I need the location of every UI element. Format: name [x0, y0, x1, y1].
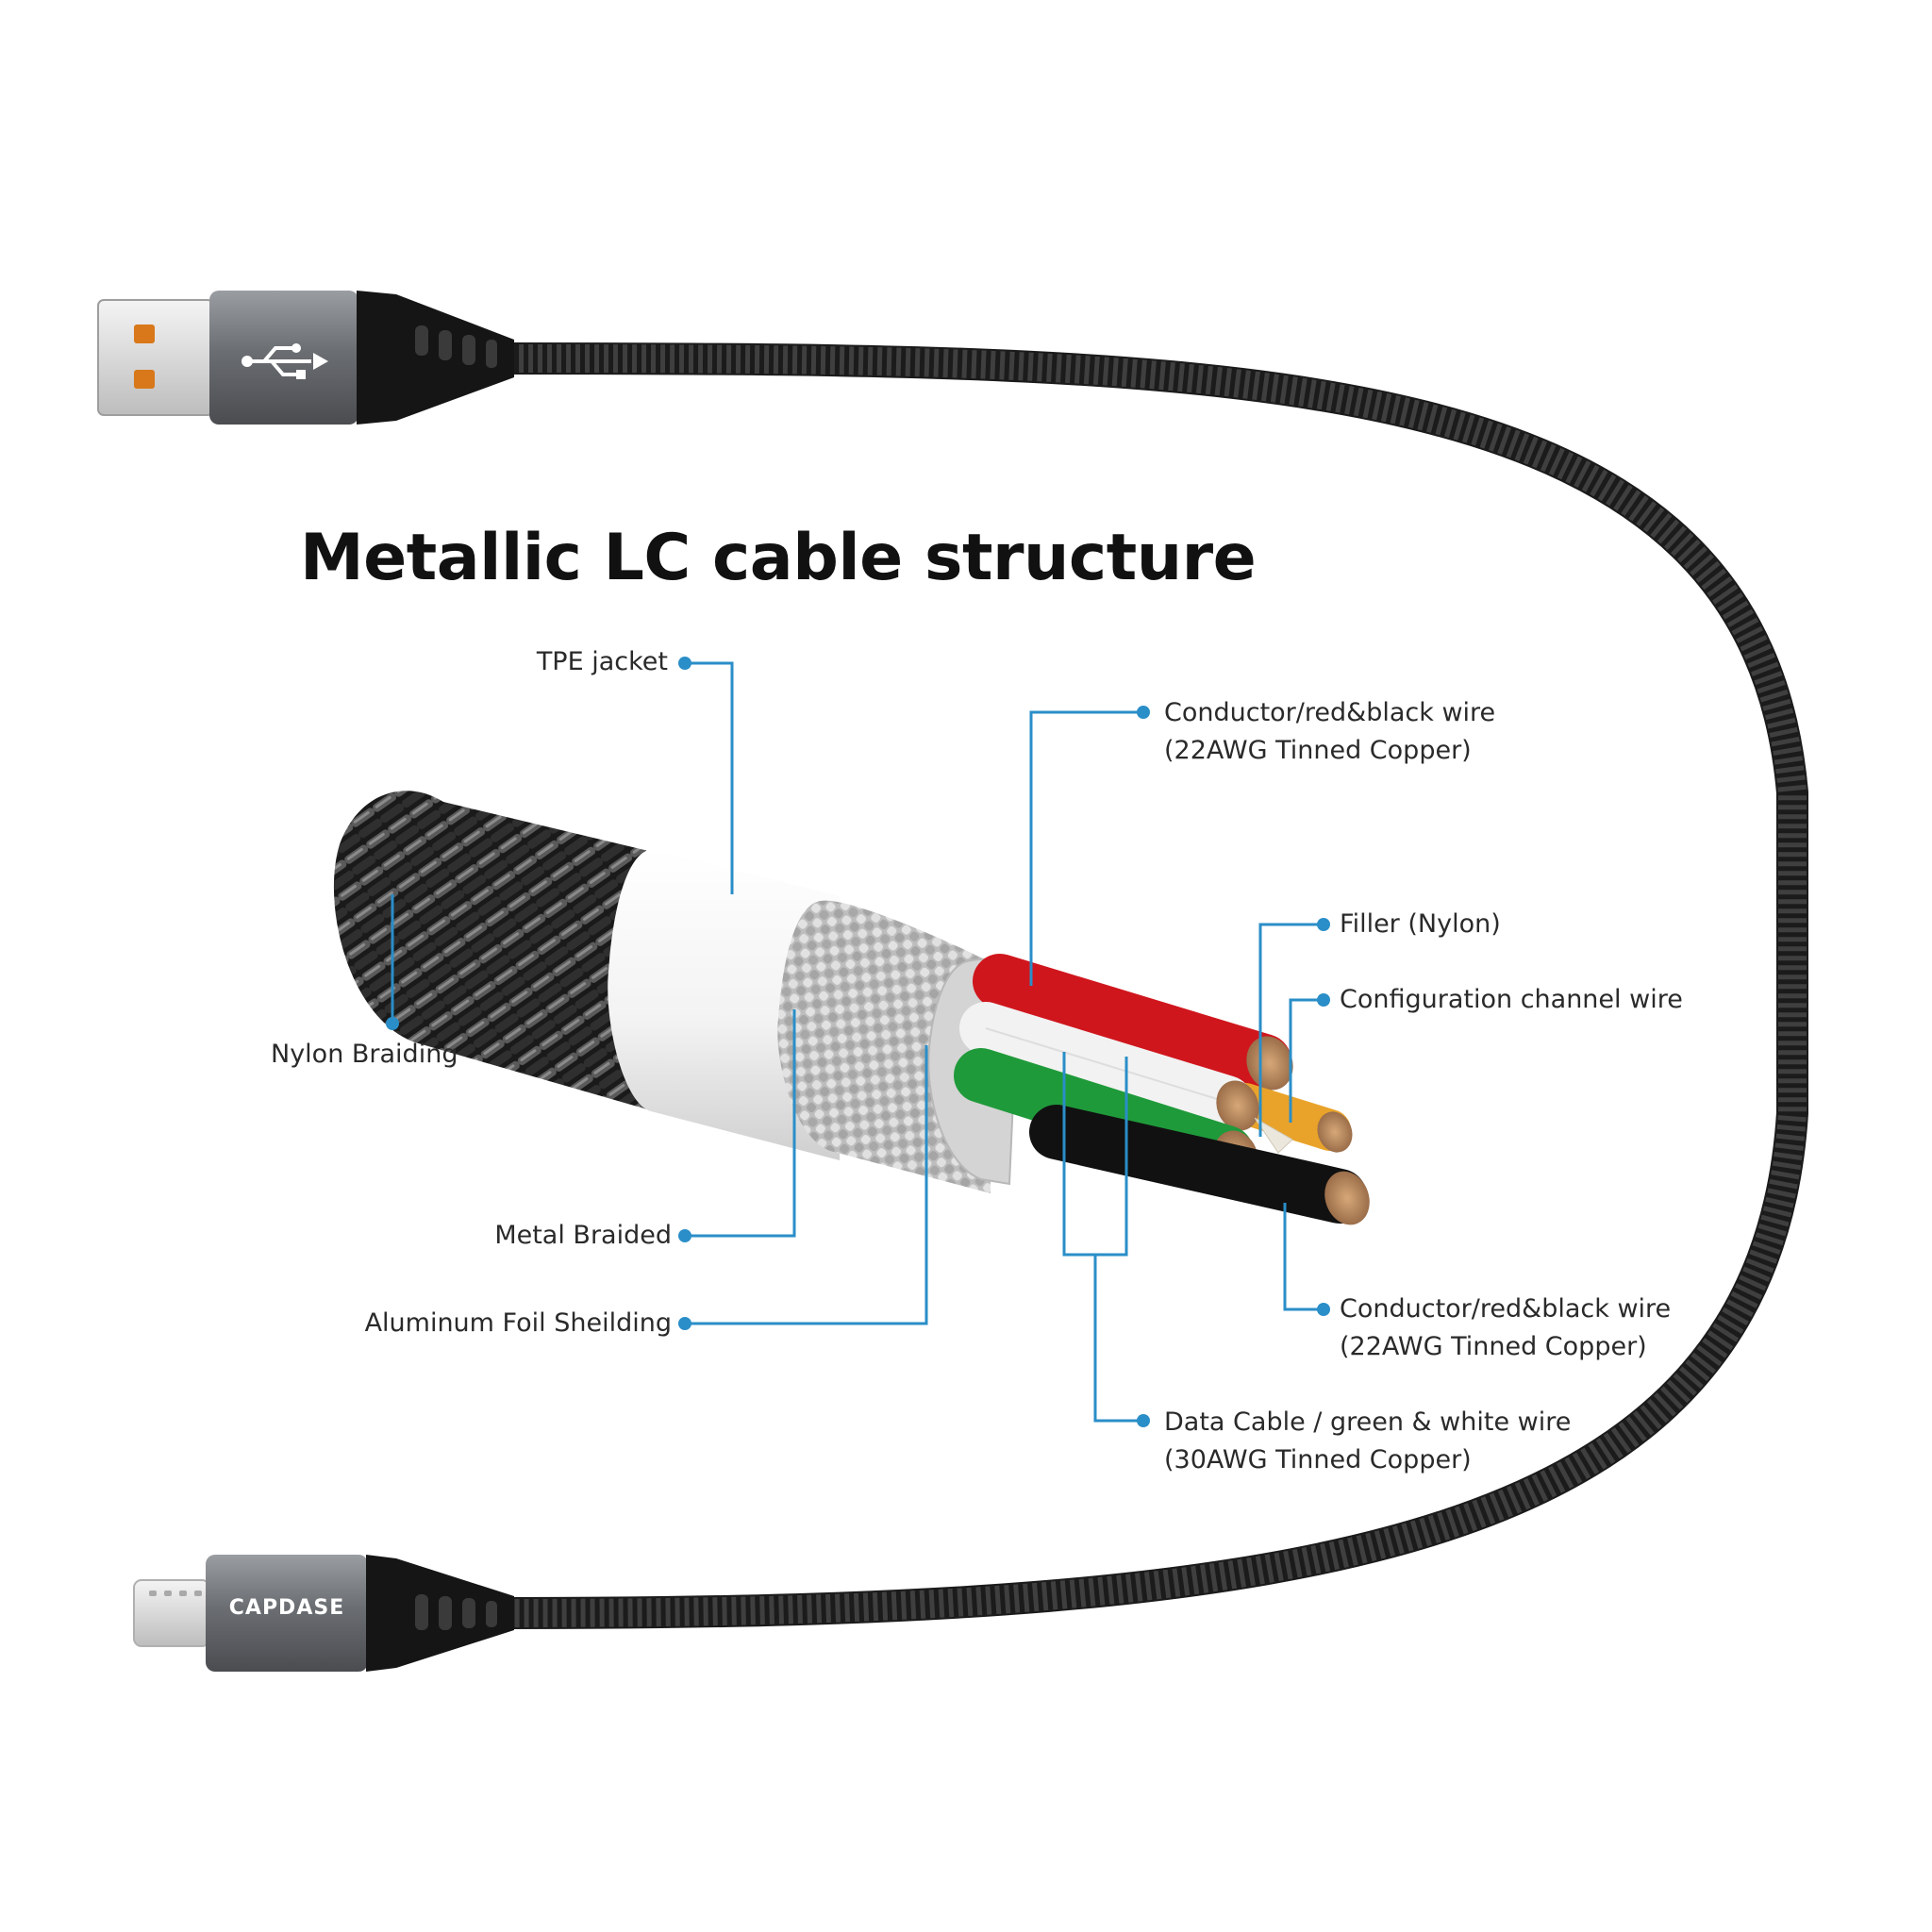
- callout-conductor-top: [1029, 710, 1143, 986]
- brand-logo: CAPDASE: [228, 1596, 345, 1620]
- lightning-connector: [133, 1555, 514, 1672]
- label-conductor-top: Conductor/red&black wire (22AWG Tinned C…: [1164, 694, 1495, 770]
- nylon-braid-layer: [333, 791, 660, 1113]
- callout-metal: [685, 1009, 796, 1238]
- braided-cable: [508, 342, 1808, 1629]
- usb-housing: [209, 291, 358, 425]
- label-conductor-bottom: Conductor/red&black wire (22AWG Tinned C…: [1340, 1291, 1671, 1366]
- label-conductor-bottom-line2: (22AWG Tinned Copper): [1340, 1332, 1647, 1361]
- label-data-cable-line2: (30AWG Tinned Copper): [1164, 1445, 1472, 1474]
- label-aluminum-foil: Aluminum Foil Sheilding: [364, 1308, 672, 1338]
- label-filler: Filler (Nylon): [1340, 909, 1501, 939]
- lightning-plug: [133, 1579, 210, 1647]
- callout-filler: [1258, 923, 1324, 1137]
- label-conductor-top-line2: (22AWG Tinned Copper): [1164, 736, 1472, 765]
- red-wire: [973, 954, 1291, 1089]
- label-data-cable: Data Cable / green & white wire (30AWG T…: [1164, 1404, 1571, 1479]
- usb-plug: [97, 299, 214, 416]
- callout-conductor-bottom: [1283, 1203, 1324, 1311]
- usb-symbol-icon: [242, 343, 328, 379]
- label-nylon-braiding: Nylon Braiding: [271, 1040, 458, 1069]
- tpe-jacket-layer: [608, 849, 840, 1160]
- callout-lines: [391, 661, 1324, 1423]
- diagram-title: Metallic LC cable structure: [300, 521, 1257, 595]
- usb-a-connector: [97, 291, 514, 425]
- callout-data-stem: [1093, 1255, 1143, 1423]
- callout-config: [1289, 998, 1324, 1123]
- callout-tpe: [685, 661, 734, 894]
- label-configuration-channel: Configuration channel wire: [1340, 985, 1683, 1014]
- strain-relief: [357, 291, 514, 425]
- cable-cross-section: [333, 791, 1370, 1225]
- lightning-housing: [206, 1555, 368, 1672]
- callout-foil: [685, 1045, 928, 1325]
- label-conductor-bottom-line1: Conductor/red&black wire: [1340, 1294, 1672, 1324]
- label-data-cable-line1: Data Cable / green & white wire: [1164, 1407, 1572, 1437]
- label-conductor-top-line1: Conductor/red&black wire: [1164, 698, 1496, 727]
- label-tpe-jacket: TPE jacket: [536, 647, 668, 676]
- label-metal-braided: Metal Braided: [494, 1221, 672, 1250]
- black-wire: [1029, 1105, 1367, 1224]
- callout-dots: [386, 657, 1330, 1427]
- nylon-filler-strands: [1254, 1117, 1293, 1154]
